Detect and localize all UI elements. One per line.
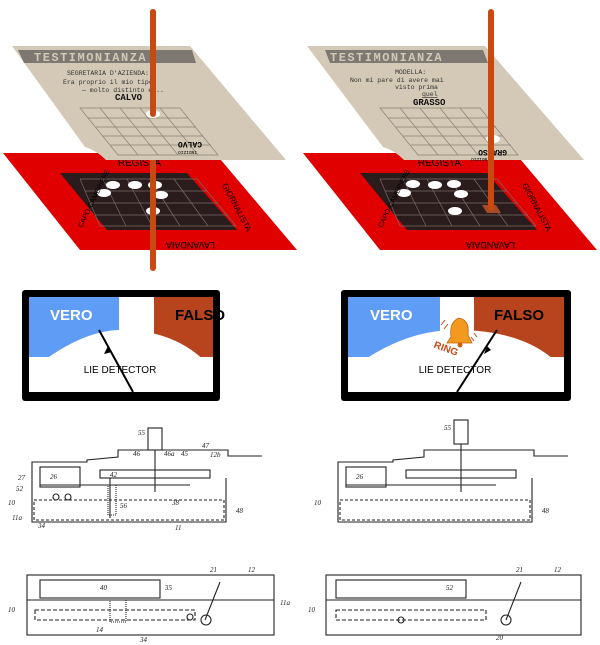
ref-11: 11: [175, 524, 181, 532]
holes: [397, 180, 468, 215]
ref-10: 10: [314, 499, 322, 507]
ref-55: 55: [138, 429, 146, 437]
card-grid: [79, 107, 219, 156]
card-line1: Era proprio il mio tipo: [63, 79, 153, 86]
label-lavandaia: LAVANDAIA: [466, 240, 515, 250]
ref-35: 35: [164, 584, 173, 592]
label-regista: REGISTA: [117, 158, 162, 169]
needle: [456, 329, 498, 393]
ref-40: 40: [100, 584, 108, 592]
card-header-band: [325, 50, 488, 63]
ref-47: 47: [202, 442, 210, 450]
ref-26: 26: [50, 473, 58, 481]
suspect-board-right: REGISTA GIORNALISTA LAVANDAIA CAPO-CAMER…: [303, 153, 597, 250]
ref-26: 26: [356, 473, 364, 481]
ref-12b: 12b: [210, 451, 221, 459]
ref-46a: 46a: [164, 450, 175, 458]
tan-card: [12, 46, 286, 160]
needle: [98, 329, 134, 393]
card-stack-left: REGISTA GIORNALISTA LAVANDAIA CAPO-CAMER…: [3, 9, 297, 271]
ref-38: 38: [171, 499, 180, 507]
patent-drawing-top-left: 55 46 46a 45 47 12b 27 26 42 52 10 11a 3…: [8, 427, 262, 532]
ref-34: 34: [139, 636, 148, 644]
card-clue: GRASSO: [413, 98, 446, 108]
ref-10: 10: [308, 606, 316, 614]
testimony-card-right: TESTIMONIANZA MODELLA: Non mi pare di av…: [307, 46, 584, 162]
card-witness: SEGRETARIA D'AZIENDA:: [67, 70, 149, 77]
ref-10: 10: [8, 499, 16, 507]
card-header: TESTIMONIANZA: [34, 51, 147, 65]
testimony-card-left: TESTIMONIANZA SEGRETARIA D'AZIENDA: Era …: [12, 9, 286, 160]
ref-45b: 48: [236, 507, 244, 515]
ref-42: 42: [110, 471, 118, 479]
ref-46: 46: [133, 450, 141, 458]
ref-21: 21: [210, 566, 217, 574]
vero-label: VERO: [370, 307, 413, 324]
card-grid-sub: INDIZIO: [178, 149, 197, 155]
ref-56: 56: [120, 502, 128, 510]
ref-20: 20: [496, 634, 504, 642]
ref-11a: 11a: [12, 514, 22, 522]
ref-27: 27: [18, 474, 26, 482]
patent-drawing-bottom-left: 21 12 40 35 10 11a 14 34: [8, 566, 290, 644]
patent-drawing-top-right: 55 26 10 48: [314, 419, 568, 523]
ref-11a: 11a: [280, 599, 290, 607]
ref-45b: 48: [542, 507, 550, 515]
lie-detector-left: VERO FALSO LIE DETECTOR: [22, 290, 225, 401]
tan-card: [307, 46, 584, 160]
card-line2: visto prima: [395, 84, 438, 91]
patent-drawing-bottom-right: 21 12 52 10 20: [308, 566, 582, 642]
ref-52: 52: [16, 485, 24, 493]
label-regista: REGISTA: [417, 158, 462, 169]
falso-label: FALSO: [175, 307, 225, 324]
ref-52: 52: [446, 584, 454, 592]
bell-icon: [440, 317, 478, 348]
ref-14: 14: [96, 626, 104, 634]
vero-label: VERO: [50, 307, 93, 324]
ref-12: 12: [554, 566, 562, 574]
lie-detector-right: VERO FALSO LIE DETECTOR RING: [341, 290, 571, 401]
ref-45: 45: [181, 450, 189, 458]
ref-55: 55: [444, 424, 452, 432]
meter-caption: LIE DETECTOR: [419, 365, 492, 376]
holes: [97, 181, 168, 215]
card-grid-sub: INDIZIO: [471, 156, 490, 162]
label-lavandaia: LAVANDAIA: [166, 240, 215, 250]
ref-10: 10: [8, 606, 16, 614]
ref-34: 34: [37, 522, 46, 530]
ref-21: 21: [516, 566, 523, 574]
black-grid: [60, 173, 237, 230]
card-grid-clue: CALVO: [178, 139, 202, 148]
card-line2: — molto distinto e...: [81, 87, 164, 94]
card-stack-right: REGISTA GIORNALISTA LAVANDAIA CAPO-CAMER…: [303, 9, 597, 250]
meter-caption: LIE DETECTOR: [84, 365, 157, 376]
card-line1: Non mi pare di avere mai: [350, 77, 444, 84]
falso-label: FALSO: [494, 307, 544, 324]
card-witness: MODELLA:: [395, 69, 426, 76]
ref-12: 12: [248, 566, 256, 574]
card-line3: quel: [422, 91, 438, 98]
card-clue: CALVO: [115, 93, 143, 103]
card-header: TESTIMONIANZA: [330, 51, 443, 65]
